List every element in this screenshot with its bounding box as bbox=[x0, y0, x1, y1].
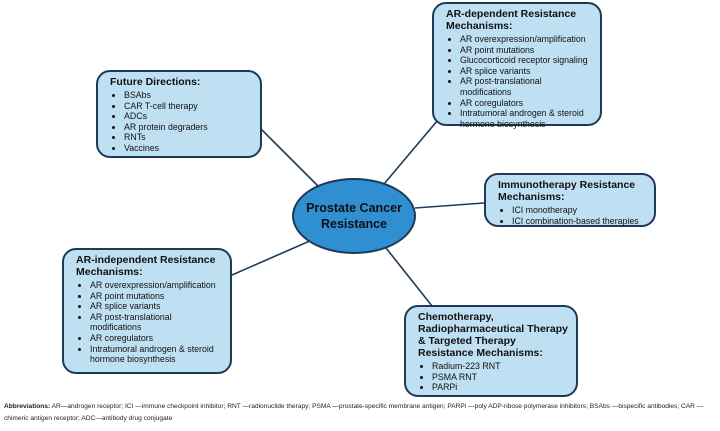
immunotherapy-list: ICI monotherapyICI combination-based the… bbox=[498, 205, 646, 226]
list-item: CAR T-cell therapy bbox=[124, 101, 252, 112]
center-label: Prostate Cancer Resistance bbox=[306, 201, 402, 231]
future-directions-box: Future Directions: BSAbsCAR T-cell thera… bbox=[96, 70, 262, 158]
connector-immunotherapy bbox=[414, 202, 485, 209]
connector-ar-independent bbox=[231, 239, 313, 276]
ar-independent-title: AR-independent Resistance Mechanisms: bbox=[76, 254, 216, 278]
list-item: PARPi bbox=[432, 382, 568, 393]
list-item: RNTs bbox=[124, 132, 252, 143]
list-item: PSMA RNT bbox=[432, 372, 568, 383]
chemo-title: Chemotherapy, Radiopharmaceutical Therap… bbox=[418, 311, 568, 359]
list-item: AR coregulators bbox=[90, 333, 222, 344]
ar-dependent-box: AR-dependent Resistance Mechanisms: AR o… bbox=[432, 2, 602, 129]
list-item: AR post-translational modifications bbox=[460, 76, 592, 97]
list-item: AR overexpression/amplification bbox=[460, 34, 592, 45]
connector-chemo bbox=[385, 247, 441, 317]
list-item: Radium-223 RNT bbox=[432, 361, 568, 372]
ar-dependent-title: AR-dependent Resistance Mechanisms: bbox=[446, 8, 577, 32]
list-item: Vaccines bbox=[124, 143, 252, 154]
list-item: AR splice variants bbox=[90, 301, 222, 312]
future-directions-list: BSAbsCAR T-cell therapyADCsAR protein de… bbox=[110, 90, 252, 154]
list-item: AR point mutations bbox=[460, 45, 592, 56]
immunotherapy-box: Immunotherapy Resistance Mechanisms: ICI… bbox=[484, 173, 656, 227]
center-node: Prostate Cancer Resistance bbox=[292, 178, 416, 254]
list-item: ICI monotherapy bbox=[512, 205, 646, 216]
list-item: AR protein degraders bbox=[124, 122, 252, 133]
abbreviations-label: Abbreviations: bbox=[4, 403, 51, 410]
list-item: Intratumoral androgen & steroid hormone … bbox=[460, 108, 592, 129]
abbreviations-text: AR—androgen receptor; ICI —immune checkp… bbox=[4, 403, 704, 422]
list-item: AR post-translational modifications bbox=[90, 312, 222, 333]
list-item: ADCs bbox=[124, 111, 252, 122]
list-item: AR point mutations bbox=[90, 291, 222, 302]
future-directions-title: Future Directions: bbox=[110, 76, 201, 88]
immunotherapy-title: Immunotherapy Resistance Mechanisms: bbox=[498, 179, 636, 203]
abbreviations-footer: Abbreviations: AR—androgen receptor; ICI… bbox=[4, 401, 714, 425]
list-item: Glucocorticoid receptor signaling bbox=[460, 55, 592, 66]
list-item: AR splice variants bbox=[460, 66, 592, 77]
connector-future bbox=[251, 119, 319, 187]
chemo-list: Radium-223 RNTPSMA RNTPARPi bbox=[418, 361, 568, 393]
ar-independent-box: AR-independent Resistance Mechanisms: AR… bbox=[62, 248, 232, 374]
list-item: BSAbs bbox=[124, 90, 252, 101]
list-item: ICI combination-based therapies bbox=[512, 216, 646, 227]
list-item: Intratumoral androgen & steroid hormone … bbox=[90, 344, 222, 365]
chemo-box: Chemotherapy, Radiopharmaceutical Therap… bbox=[404, 305, 578, 397]
ar-dependent-list: AR overexpression/amplificationAR point … bbox=[446, 34, 592, 129]
list-item: AR coregulators bbox=[460, 98, 592, 109]
ar-independent-list: AR overexpression/amplificationAR point … bbox=[76, 280, 222, 365]
list-item: AR overexpression/amplification bbox=[90, 280, 222, 291]
